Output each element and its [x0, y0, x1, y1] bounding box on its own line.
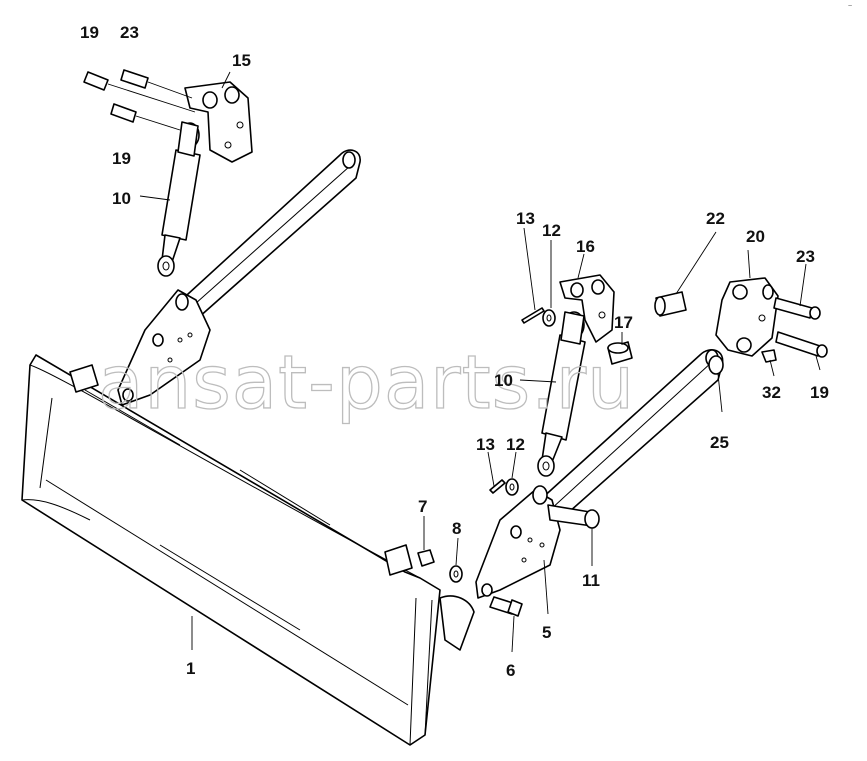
- watermark-text: ansat-parts.ru: [98, 340, 635, 426]
- callout-7: 7: [418, 497, 427, 516]
- callout-12-upper: 12: [542, 221, 561, 240]
- left-bracket: [184, 81, 253, 163]
- callout-13-lower: 13: [476, 435, 495, 454]
- callout-10-left: 10: [112, 189, 131, 208]
- callout-32: 32: [762, 383, 781, 402]
- callout-16: 16: [576, 237, 595, 256]
- callout-19-top: 19: [80, 23, 99, 42]
- corner-mark: ~: [848, 3, 852, 10]
- callout-19-right: 19: [810, 383, 829, 402]
- right-mount-plate: [715, 277, 828, 363]
- callout-1: 1: [186, 659, 195, 678]
- callout-5: 5: [542, 623, 551, 642]
- right-bracket: [559, 274, 615, 343]
- callout-8: 8: [452, 519, 461, 538]
- callout-22: 22: [706, 209, 725, 228]
- right-small-parts: [417, 291, 724, 617]
- callout-20: 20: [746, 227, 765, 246]
- left-push-arm: [117, 149, 361, 406]
- dozer-blade: [21, 354, 475, 746]
- leader-lines: [139, 71, 821, 653]
- callout-13-upper: 13: [516, 209, 535, 228]
- callout-23-top: 23: [120, 23, 139, 42]
- callout-6: 6: [506, 661, 515, 680]
- left-hydraulic-cylinder: [157, 121, 201, 277]
- callout-15: 15: [232, 51, 251, 70]
- callout-17: 17: [614, 313, 633, 332]
- callouts: 19 23 15 19 10 13 12 16 22 20 23 17 10 3…: [80, 23, 829, 680]
- right-hydraulic-cylinder: [537, 311, 586, 477]
- callout-23-right: 23: [796, 247, 815, 266]
- callout-19-left: 19: [112, 149, 131, 168]
- callout-11: 11: [582, 571, 600, 590]
- callout-25: 25: [710, 433, 729, 452]
- left-bolts: [83, 69, 196, 131]
- callout-12-lower: 12: [506, 435, 525, 454]
- callout-10-right: 10: [494, 371, 513, 390]
